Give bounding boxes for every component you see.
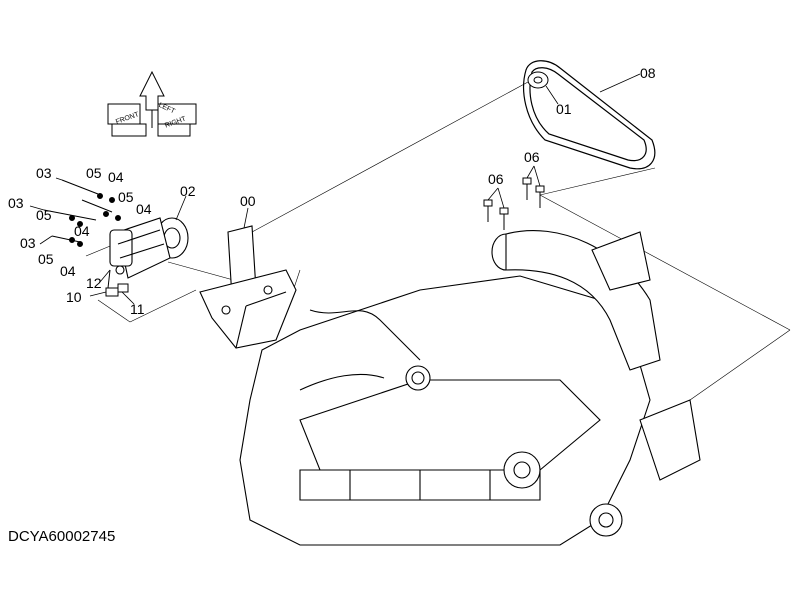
callout-04: 04: [136, 201, 152, 217]
callout-05: 05: [38, 251, 54, 267]
callout-03: 03: [20, 235, 36, 251]
callout-04: 04: [108, 169, 124, 185]
callout-05: 05: [36, 207, 52, 223]
callout-01: 01: [556, 101, 572, 117]
callout-10: 10: [66, 289, 82, 305]
callout-04: 04: [60, 263, 76, 279]
callout-03: 03: [8, 195, 24, 211]
callout-06: 06: [488, 171, 504, 187]
callout-11: 11: [130, 301, 145, 317]
clip-parts: [105, 269, 129, 297]
intake-duct: [491, 230, 661, 371]
callout-03: 03: [36, 165, 52, 181]
mounting-bolts: [43, 179, 121, 247]
orientation-marker: [107, 70, 197, 137]
callout-08: 08: [640, 65, 656, 81]
callout-02: 02: [180, 183, 196, 199]
coolant-hose: [299, 309, 421, 391]
callout-06: 06: [524, 149, 540, 165]
engine-block: [239, 275, 701, 546]
idler-pulley: [527, 71, 549, 89]
callout-12: 12: [86, 275, 102, 291]
callout-05: 05: [86, 165, 102, 181]
callout-05: 05: [118, 189, 134, 205]
drawing-code: DCYA60002745: [8, 528, 116, 545]
callout-04: 04: [74, 223, 90, 239]
fan-belt: [523, 60, 656, 170]
callout-00: 00: [240, 193, 256, 209]
ac-compressor: [109, 217, 189, 279]
compressor-bracket: [199, 225, 297, 349]
callout-leaders: [29, 73, 641, 305]
